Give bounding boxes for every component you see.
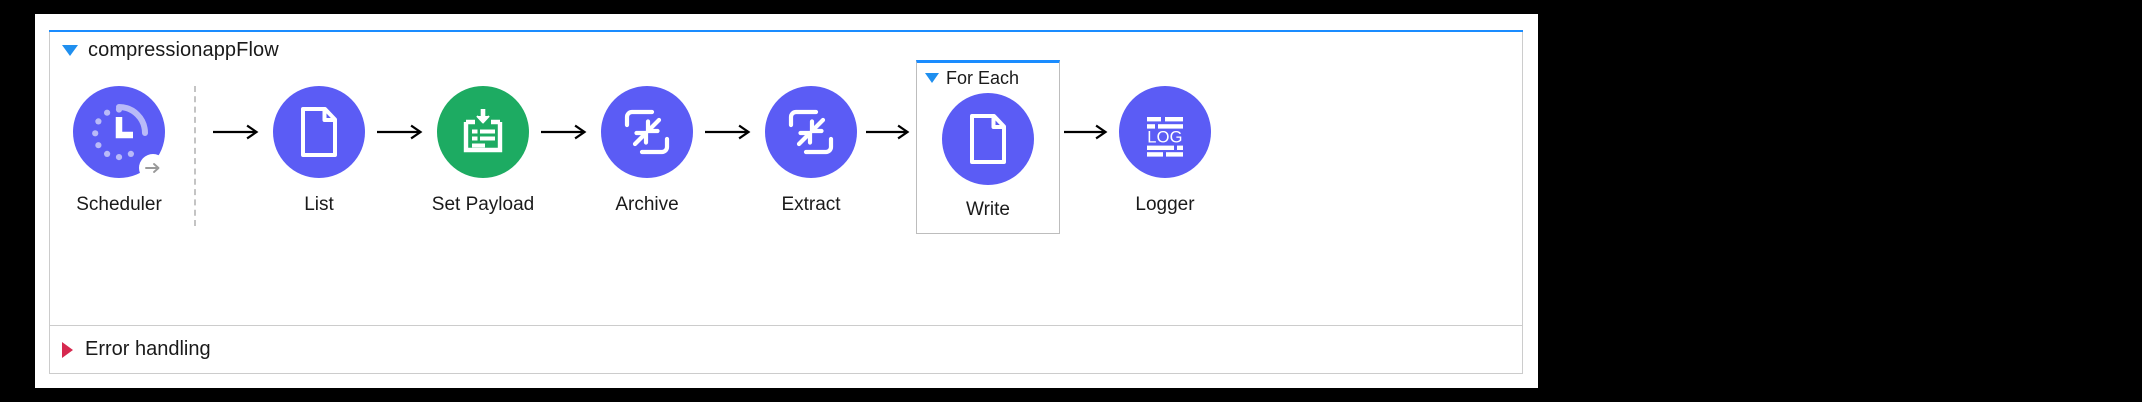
- connector-arrow-4: [698, 86, 760, 178]
- node-label: Extract: [781, 194, 841, 215]
- node-icon-circle[interactable]: [765, 86, 857, 178]
- connector-arrow-1: [206, 86, 268, 178]
- svg-text:LOG: LOG: [1147, 129, 1182, 147]
- log-icon: LOG: [1135, 102, 1195, 162]
- connector-arrow-2: [370, 86, 432, 178]
- node-icon-circle[interactable]: [73, 86, 167, 182]
- flow-header[interactable]: compressionappFlow: [50, 32, 279, 68]
- connector-arrow-5: [862, 86, 916, 178]
- compress-arrows-icon: [781, 102, 841, 162]
- source-arrow-badge: [139, 154, 167, 182]
- file-document-icon: [290, 103, 348, 161]
- node-label: Logger: [1135, 194, 1195, 215]
- flow-node-write[interactable]: Write: [937, 93, 1039, 221]
- error-handling-section[interactable]: Error handling: [50, 325, 1522, 373]
- scope-header[interactable]: For Each: [917, 63, 1059, 93]
- file-document-icon: [959, 110, 1017, 168]
- error-handling-label: Error handling: [85, 338, 211, 360]
- triangle-down-icon[interactable]: [62, 44, 78, 56]
- scope-title: For Each: [946, 67, 1020, 88]
- node-label: List: [304, 194, 334, 215]
- connector-arrow-6: [1060, 86, 1114, 178]
- flow-title: compressionappFlow: [88, 38, 279, 61]
- flow-node-list[interactable]: List: [268, 86, 370, 216]
- flow-node-strip: Scheduler List: [50, 60, 1522, 266]
- set-payload-icon: [454, 103, 512, 161]
- node-label: Scheduler: [76, 194, 162, 215]
- clock-scheduler-icon: [88, 101, 150, 163]
- node-icon-circle[interactable]: LOG: [1119, 86, 1211, 178]
- triangle-right-icon[interactable]: [62, 341, 73, 358]
- flow-canvas-card: compressionappFlow: [49, 32, 1523, 374]
- node-icon-circle[interactable]: [273, 86, 365, 178]
- scope-body: Write: [937, 93, 1039, 221]
- node-label: Write: [966, 199, 1010, 220]
- source-process-divider: [194, 86, 196, 226]
- compress-arrows-icon: [617, 102, 677, 162]
- node-icon-circle[interactable]: [601, 86, 693, 178]
- node-icon-circle[interactable]: [437, 86, 529, 178]
- flow-node-set-payload[interactable]: Set Payload: [432, 86, 534, 216]
- flow-node-logger[interactable]: LOG Logger: [1114, 86, 1216, 216]
- flow-node-extract[interactable]: Extract: [760, 86, 862, 216]
- node-label: Archive: [615, 194, 679, 215]
- node-icon-circle[interactable]: [942, 93, 1034, 185]
- flow-node-archive[interactable]: Archive: [596, 86, 698, 216]
- node-label: Set Payload: [431, 194, 535, 215]
- scope-for-each[interactable]: For Each Write: [916, 60, 1060, 234]
- triangle-down-icon[interactable]: [925, 73, 939, 83]
- connector-arrow-3: [534, 86, 596, 178]
- flow-node-scheduler[interactable]: Scheduler: [68, 86, 170, 216]
